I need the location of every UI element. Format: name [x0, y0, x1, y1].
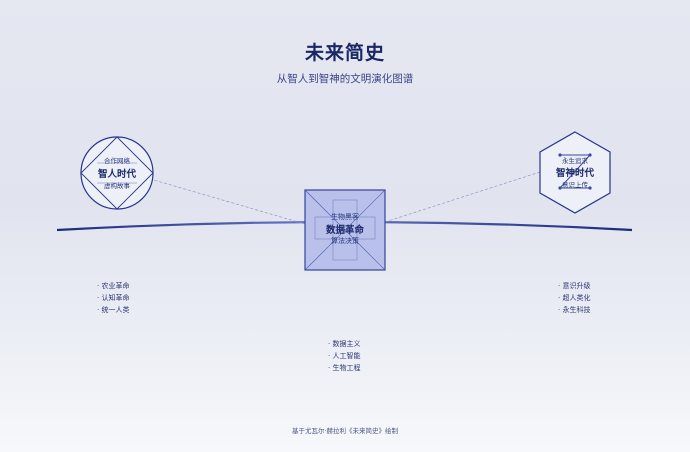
- deus-bottom-label: 意识上传: [562, 181, 588, 189]
- sapiens-node: [80, 136, 154, 210]
- deus-node: [539, 131, 611, 214]
- list-item: 意识升级: [558, 280, 590, 292]
- list-item: 数据主义: [328, 338, 360, 350]
- deus-main-label: 智神时代: [555, 168, 594, 179]
- sapiens-items-list: 农业革命 认知革命 统一人类: [97, 280, 129, 316]
- list-item: 人工智能: [328, 350, 360, 362]
- connector-left: [139, 175, 306, 225]
- list-item: 生物工程: [328, 362, 360, 374]
- data-main-label: 数据革命: [325, 225, 364, 236]
- page-subtitle: 从智人到智神的文明演化图谱: [276, 73, 414, 85]
- list-item: 农业革命: [97, 280, 129, 292]
- list-item: 统一人类: [97, 304, 129, 316]
- list-item: 永生科技: [558, 304, 590, 316]
- deus-top-label: 永生追求: [562, 157, 588, 165]
- data-top-label: 生物黑客: [331, 213, 359, 221]
- list-item: 超人类化: [558, 292, 590, 304]
- data-revolution-node: [304, 189, 386, 271]
- data-items-list: 数据主义 人工智能 生物工程: [328, 338, 360, 374]
- connector-right: [384, 171, 541, 223]
- sapiens-bottom-label: 虚构故事: [104, 182, 130, 190]
- list-item: 认知革命: [97, 292, 129, 304]
- deus-items-list: 意识升级 超人类化 永生科技: [558, 280, 590, 316]
- page-title: 未来简史: [304, 42, 385, 64]
- data-bottom-label: 算法决策: [331, 237, 359, 245]
- sapiens-top-label: 合作网络: [104, 157, 130, 165]
- footer-credit: 基于尤瓦尔·赫拉利《未来简史》绘制: [291, 427, 399, 435]
- sapiens-main-label: 智人时代: [97, 169, 136, 180]
